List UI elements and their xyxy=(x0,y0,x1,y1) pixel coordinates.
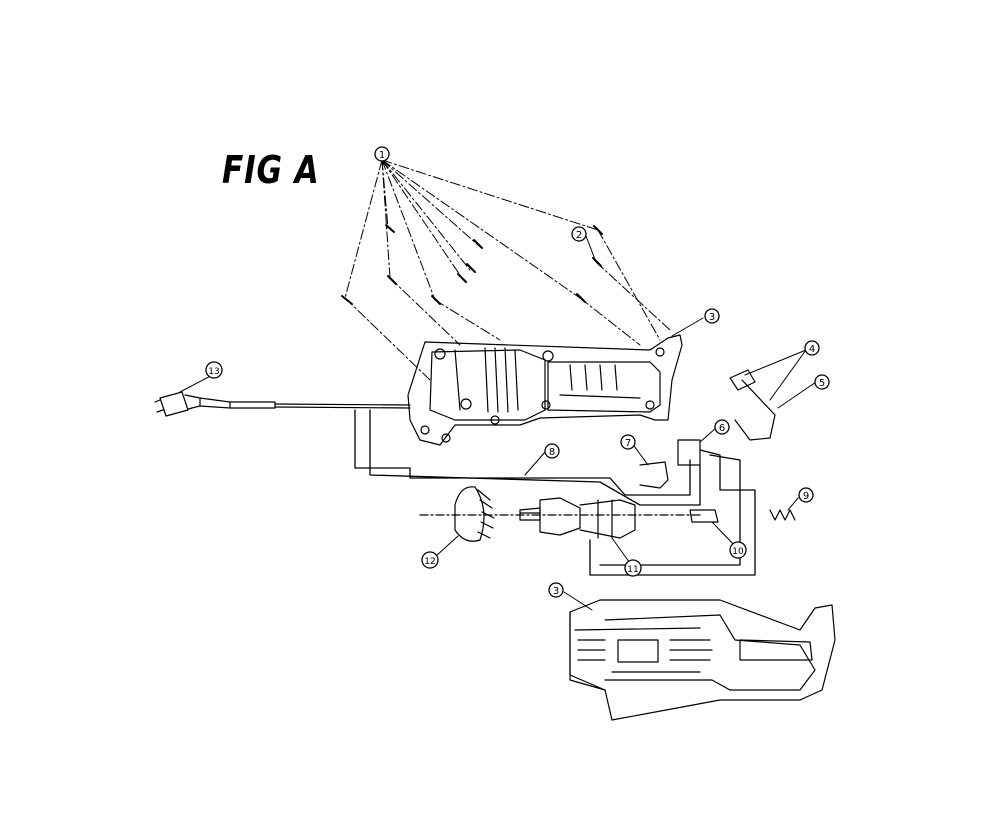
callout-6-label: 6 xyxy=(719,423,725,434)
callout-13-label: 13 xyxy=(208,367,219,377)
figure-title: FIG A xyxy=(222,148,320,192)
power-cord xyxy=(154,391,411,417)
screw-leader-lines xyxy=(344,159,671,381)
callout-3-upper-label: 3 xyxy=(709,312,715,323)
housing-shell xyxy=(569,599,836,721)
callout-13: 13 xyxy=(205,361,223,379)
callout-leaders xyxy=(179,235,817,611)
callout-12-label: 12 xyxy=(424,557,435,567)
switch-assembly xyxy=(639,369,776,489)
callout-12: 12 xyxy=(421,551,439,569)
callout-8-label: 8 xyxy=(549,447,555,458)
callout-11: 11 xyxy=(624,559,642,577)
callout-2: 2 xyxy=(571,226,587,242)
housing-half xyxy=(407,334,683,446)
motor-assembly xyxy=(419,486,796,542)
callout-9-label: 9 xyxy=(803,491,809,502)
callout-3-upper: 3 xyxy=(704,308,720,324)
screw-set xyxy=(341,224,603,305)
callout-8: 8 xyxy=(544,443,560,459)
callout-3-lower-label: 3 xyxy=(553,586,559,597)
callout-6: 6 xyxy=(714,419,730,435)
callout-7-label: 7 xyxy=(625,438,631,449)
callout-9: 9 xyxy=(798,487,814,503)
callout-1: 1 xyxy=(374,146,390,162)
callout-11-label: 11 xyxy=(627,565,638,575)
callout-1-label: 1 xyxy=(379,150,385,161)
internal-wiring xyxy=(354,409,756,576)
callout-10-label: 10 xyxy=(732,547,744,557)
callout-10: 10 xyxy=(729,541,747,559)
callout-5-label: 5 xyxy=(819,378,825,389)
callout-7: 7 xyxy=(620,434,636,450)
callout-4-label: 4 xyxy=(809,344,815,355)
callout-4: 4 xyxy=(804,340,820,356)
callout-2-label: 2 xyxy=(576,230,582,241)
callout-3-lower: 3 xyxy=(548,582,564,598)
callout-5: 5 xyxy=(814,374,830,390)
